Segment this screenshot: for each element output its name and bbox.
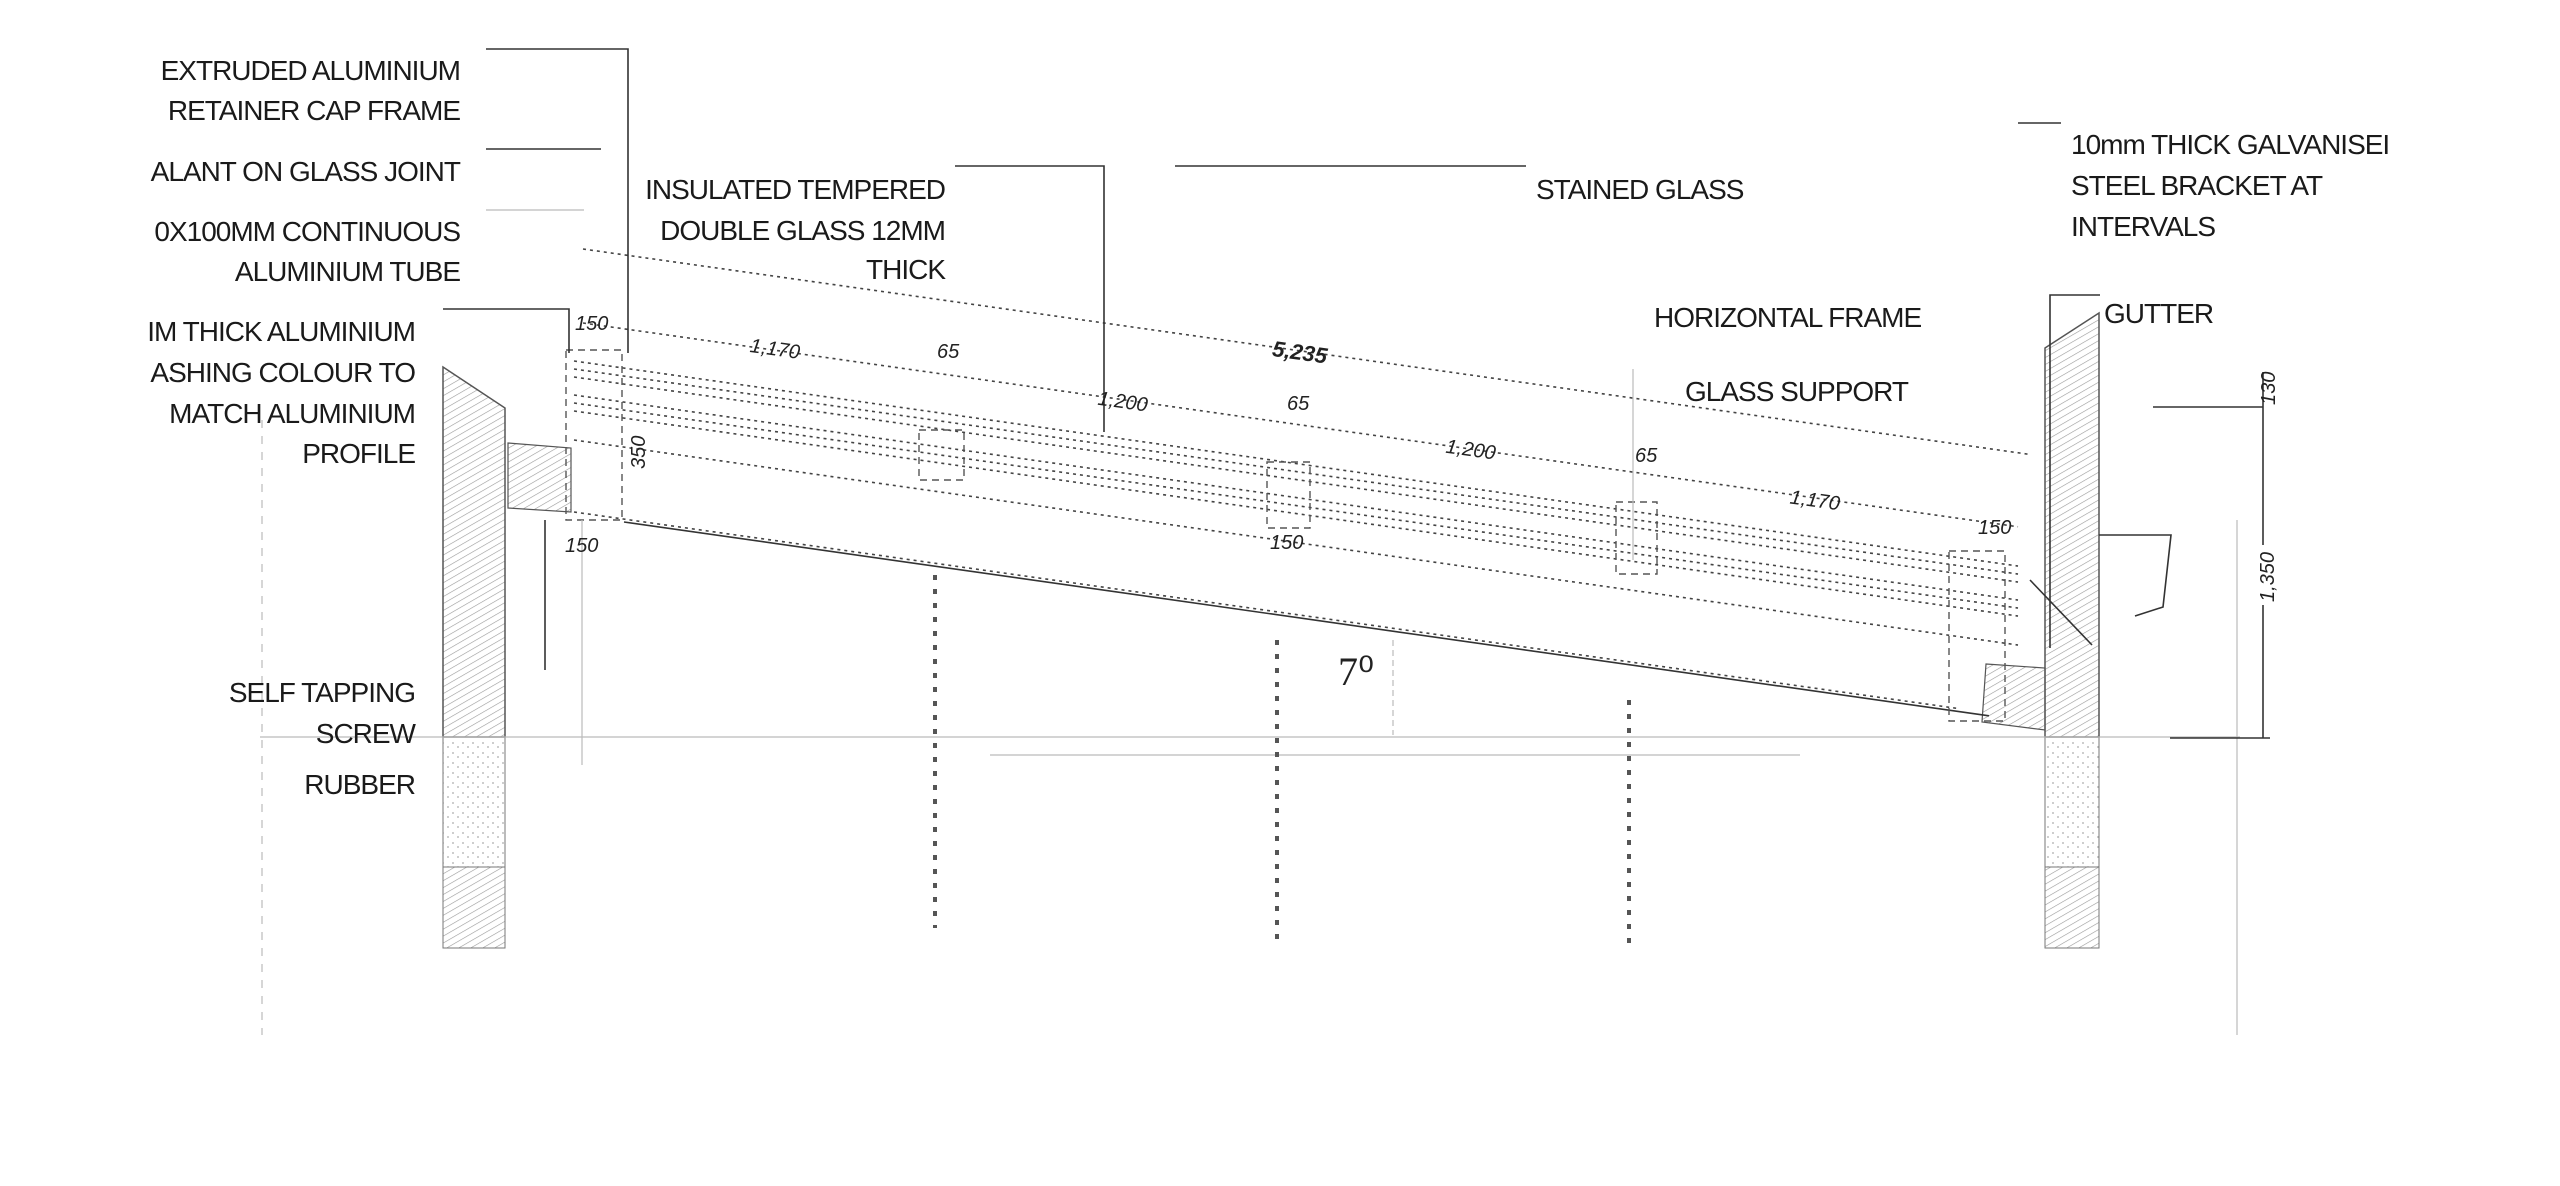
label-gutter: GUTTER: [2104, 298, 2213, 329]
label-stained-glass: STAINED GLASS: [1536, 174, 1744, 205]
glazing-line: [573, 439, 2019, 646]
gutter-bracket: [2099, 534, 2172, 617]
label-steel-bracket-3: INTERVALS: [2071, 211, 2215, 242]
dim-support-3: 65: [1635, 445, 1658, 467]
glazing-lines: [573, 248, 2031, 717]
dim-height-gap: [2255, 545, 2273, 605]
glazing-line: [573, 368, 2019, 575]
dim-upstand: 130: [2258, 372, 2280, 405]
label-aluminium-tube-2: ALUMINIUM TUBE: [235, 256, 460, 287]
label-flashing-3: MATCH ALUMINIUM: [169, 398, 415, 429]
glazing-line: [623, 521, 1990, 717]
dim-base-left: 150: [565, 535, 598, 557]
label-self-tapping-screw-2: SCREW: [316, 718, 417, 749]
label-self-tapping-screw: SELF TAPPING: [229, 677, 415, 708]
label-steel-bracket: 10mm THICK GALVANISEI: [2071, 129, 2389, 160]
label-flashing-2: ASHING COLOUR TO: [150, 357, 415, 388]
dim-base-mid: 150: [1270, 532, 1303, 554]
glazing-line: [573, 410, 2019, 617]
glazing-line: [573, 376, 2019, 583]
dim-height: 1,350: [2257, 552, 2279, 602]
right-wall: [2044, 311, 2100, 949]
glass-support-posts: [933, 575, 1631, 948]
dim-span-1: 1,170: [749, 335, 802, 364]
glazing-line: [573, 360, 2019, 567]
label-steel-bracket-2: STEEL BRACKET AT: [2071, 170, 2323, 201]
frame-profile-left: [565, 349, 623, 521]
dim-edge-right: 150: [1978, 517, 2011, 539]
dim-edge-left: 150: [575, 313, 608, 335]
leader-lines: [443, 48, 2100, 765]
dim-support-1: 65: [937, 341, 960, 363]
label-insulated-glass: INSULATED TEMPERED: [645, 174, 945, 205]
dim-frame-depth: 350: [628, 436, 650, 469]
right-sill-block: [1981, 663, 2046, 731]
mullion-3: [1615, 501, 1658, 575]
glazing-line: [573, 511, 1961, 710]
frame-profiles: [565, 349, 2006, 722]
glazing-line: [582, 248, 2031, 456]
glazing-line: [573, 402, 2019, 609]
label-retainer-cap: EXTRUDED ALUMINIUM: [161, 55, 460, 86]
label-insulated-glass-2: DOUBLE GLASS 12MM: [660, 215, 945, 246]
left-sill-block: [507, 442, 572, 513]
dim-overall-length: 5,235: [1271, 336, 1330, 369]
label-retainer-cap-2: RETAINER CAP FRAME: [168, 95, 460, 126]
dim-support-2: 65: [1287, 393, 1310, 415]
left-wall: [442, 365, 506, 949]
dim-span-3: 1,200: [1444, 436, 1497, 465]
label-horizontal-frame: HORIZONTAL FRAME: [1654, 302, 1921, 333]
mullion-2: [1266, 461, 1311, 529]
label-flashing: IM THICK ALUMINIUM: [147, 316, 415, 347]
dim-span-4: 1,170: [1789, 486, 1842, 515]
dim-slope-angle: 7⁰: [1338, 649, 1374, 694]
label-aluminium-tube: 0X100MM CONTINUOUS: [154, 216, 460, 247]
label-flashing-4: PROFILE: [302, 438, 415, 469]
label-glass-support: GLASS SUPPORT: [1685, 376, 1909, 407]
frame-profile-right: [1948, 550, 2006, 722]
label-insulated-glass-3: THICK: [866, 254, 946, 285]
label-rubber: RUBBER: [304, 769, 415, 800]
label-sealant: ALANT ON GLASS JOINT: [151, 156, 461, 187]
glazing-line: [573, 394, 2019, 601]
